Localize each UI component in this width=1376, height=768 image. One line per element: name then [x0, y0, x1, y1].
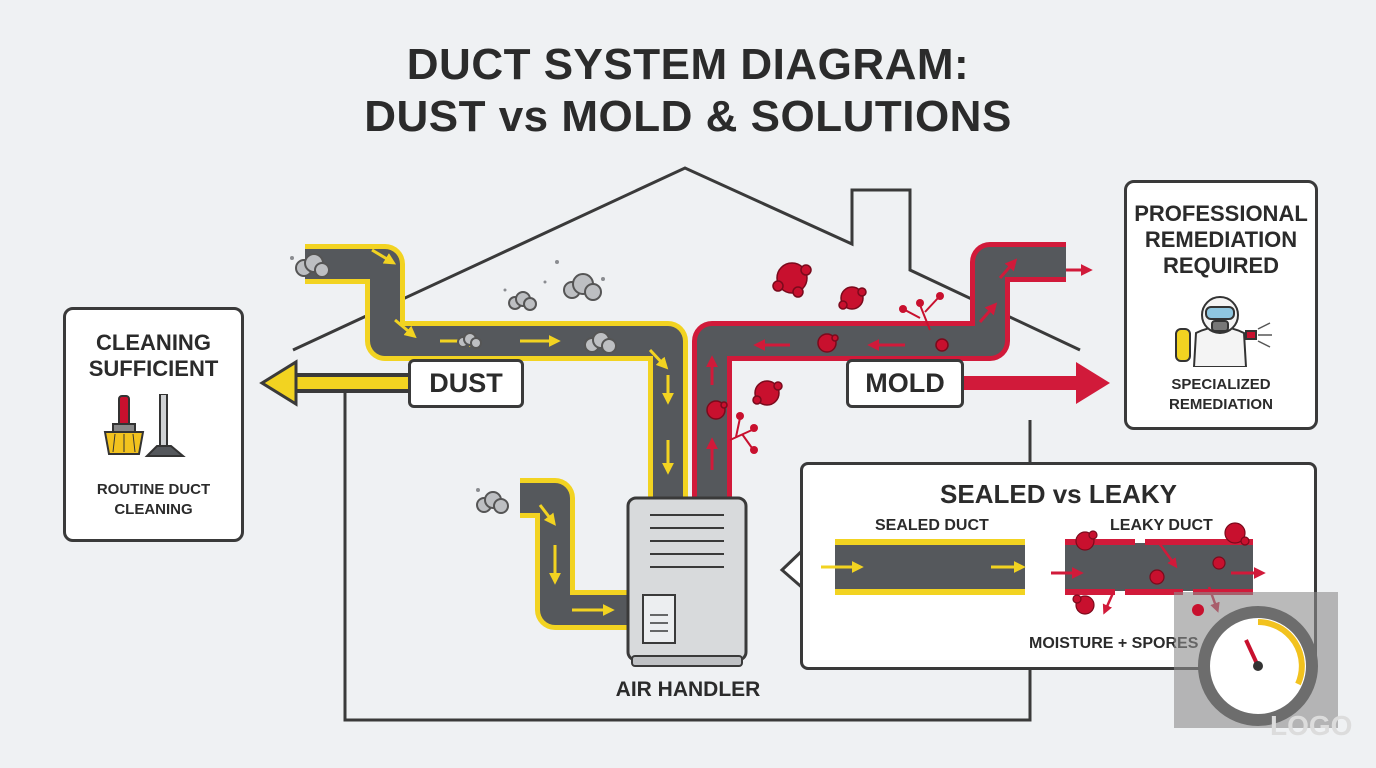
dust-particles	[290, 256, 605, 492]
mold-spore-icon	[706, 262, 949, 420]
gauge-icon	[1192, 604, 1318, 726]
mold-tag: MOLD	[846, 359, 964, 408]
air-handler	[626, 496, 748, 667]
right-card-title-2: REMEDIATION	[1144, 227, 1298, 252]
sealed-duct	[821, 539, 1026, 595]
hazmat-worker-icon	[1175, 296, 1272, 367]
cleaning-sufficient-card: CLEANING SUFFICIENT ROUTINE DUCT CLEANIN…	[63, 307, 244, 542]
sealed-duct-label: SEALED DUCT	[875, 517, 989, 534]
right-card-sub-2: REMEDIATION	[1169, 396, 1273, 413]
dust-exit-arrow	[259, 359, 410, 407]
left-card-title-1: CLEANING	[96, 330, 211, 355]
left-card-sub-2: CLEANING	[114, 501, 193, 518]
inset-ducts	[821, 522, 1266, 615]
mold-branch-dots	[736, 292, 944, 454]
moisture-spores-caption: MOISTURE + SPORES	[1029, 635, 1199, 652]
dust-duct	[305, 244, 688, 630]
logo-watermark: LOGO	[1174, 592, 1352, 741]
vacuum-icon	[144, 394, 186, 457]
broom-vacuum-icon	[103, 394, 186, 457]
leaky-duct	[1051, 522, 1266, 615]
left-card-title-2: SUFFICIENT	[88, 356, 219, 381]
broom-icon	[103, 395, 144, 455]
dust-flow-arrows	[371, 248, 674, 616]
inset-title: SEALED vs LEAKY	[940, 479, 1177, 509]
logo-text: LOGO	[1270, 710, 1353, 741]
inset-pointer	[779, 546, 807, 592]
professional-remediation-card: PROFESSIONAL REMEDIATION REQUIRED SPECIA…	[1124, 180, 1318, 430]
right-card-title-3: REQUIRED	[1162, 253, 1280, 278]
right-card-title-1: PROFESSIONAL	[1134, 201, 1308, 226]
air-handler-label: AIR HANDLER	[615, 678, 761, 701]
left-card-sub-1: ROUTINE DUCT	[96, 481, 211, 498]
mold-flow-arrows	[706, 258, 1093, 470]
title-line-2: DUST vs MOLD & SOLUTIONS	[364, 92, 1012, 141]
mold-branch	[729, 297, 939, 449]
spray-icon	[1245, 322, 1272, 348]
dust-tag: DUST	[408, 359, 524, 408]
right-card-sub-1: SPECIALIZED	[1171, 376, 1271, 393]
mold-exit-arrow	[960, 362, 1110, 404]
title-line-1: DUCT SYSTEM DIAGRAM:	[406, 40, 970, 89]
leaky-duct-label: LEAKY DUCT	[1110, 517, 1213, 534]
